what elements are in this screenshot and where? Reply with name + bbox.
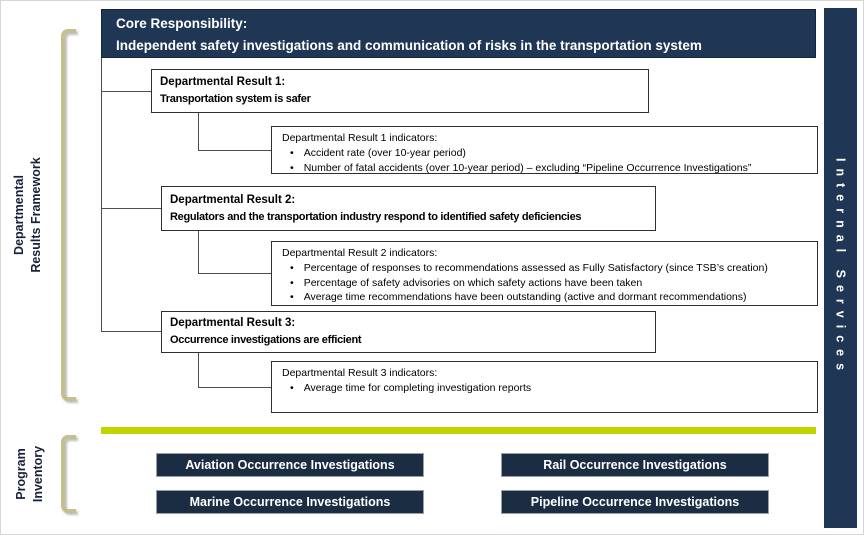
internal-services-bar: Internal Services [824,8,857,528]
program-inventory-bracket [61,435,76,513]
indicator-item: Average time recommendations have been o… [282,290,807,304]
core-responsibility-header: Core Responsibility: Independent safety … [101,9,816,58]
program-pipeline-label: Pipeline Occurrence Investigations [530,495,740,509]
indicator-item: Accident rate (over 10-year period) [282,146,807,160]
connector-result3 [101,331,161,332]
indicator-text: Accident rate (over 10-year period) [303,147,466,160]
indicator-item: Percentage of responses to recommendatio… [282,261,807,275]
core-responsibility-title: Core Responsibility: [116,16,248,31]
result1-indicators-list: Accident rate (over 10-year period) Numb… [282,146,807,175]
trunk-connector [101,58,102,331]
connector-indicators3-h [198,387,271,388]
result3-description: Occurrence investigations are efficient [170,334,362,347]
connector-indicators2-v [198,231,199,273]
connector-result1 [101,91,151,92]
program-aviation: Aviation Occurrence Investigations [156,453,424,477]
indicator-text: Average time for completing investigatio… [303,382,532,395]
indicator-text: Number of fatal accidents (over 10-year … [303,161,752,174]
framework-bracket [61,29,76,401]
indicator-item: Average time for completing investigatio… [282,381,807,395]
result3-box: Departmental Result 3: Occurrence invest… [161,311,656,353]
framework-label-line1: Departmental [12,175,26,255]
result2-description: Regulators and the transportation indust… [170,210,582,223]
indicator-text: Percentage of responses to recommendatio… [303,262,768,275]
connector-indicators3-v [198,353,199,387]
framework-label-line2: Results Framework [28,157,43,273]
section-divider [101,427,816,434]
program-marine-label: Marine Occurrence Investigations [189,495,391,509]
result2-indicators-box: Departmental Result 2 indicators: Percen… [271,241,818,306]
framework-section-label: Departmental Results Framework [11,105,47,325]
result1-indicators-title: Departmental Result 1 indicators: [282,132,438,144]
result2-indicators-list: Percentage of responses to recommendatio… [282,261,807,304]
indicator-item: Percentage of safety advisories on which… [282,276,807,290]
result1-title: Departmental Result 1: [160,76,286,89]
core-responsibility-text: Independent safety investigations and co… [116,37,702,53]
indicator-item: Number of fatal accidents (over 10-year … [282,161,807,175]
result1-description: Transportation system is safer [160,93,311,106]
program-aviation-label: Aviation Occurrence Investigations [185,458,395,472]
program-inventory-section-label: Program Inventory [13,426,49,522]
result2-box: Departmental Result 2: Regulators and th… [161,186,656,231]
connector-indicators2-h [198,273,271,274]
program-pipeline: Pipeline Occurrence Investigations [501,490,769,514]
result1-indicators-box: Departmental Result 1 indicators: Accide… [271,126,818,174]
result2-title: Departmental Result 2: [170,193,296,206]
internal-services-label: Internal Services [833,158,848,378]
connector-indicators1-v [198,113,199,150]
result3-indicators-title: Departmental Result 3 indicators: [282,367,438,379]
connector-result2 [101,208,161,209]
inventory-label-line1: Program [14,448,28,500]
result3-indicators-list: Average time for completing investigatio… [282,381,807,395]
indicator-text: Average time recommendations have been o… [303,291,747,304]
result3-title: Departmental Result 3: [170,317,296,330]
inventory-label-line2: Inventory [30,445,45,503]
result3-indicators-box: Departmental Result 3 indicators: Averag… [271,361,818,413]
result2-indicators-title: Departmental Result 2 indicators: [282,247,438,259]
program-rail: Rail Occurrence Investigations [501,453,769,477]
connector-indicators1-h [198,150,271,151]
indicator-text: Percentage of safety advisories on which… [303,276,643,289]
result1-box: Departmental Result 1: Transportation sy… [151,69,649,113]
program-marine: Marine Occurrence Investigations [156,490,424,514]
program-rail-label: Rail Occurrence Investigations [543,458,727,472]
